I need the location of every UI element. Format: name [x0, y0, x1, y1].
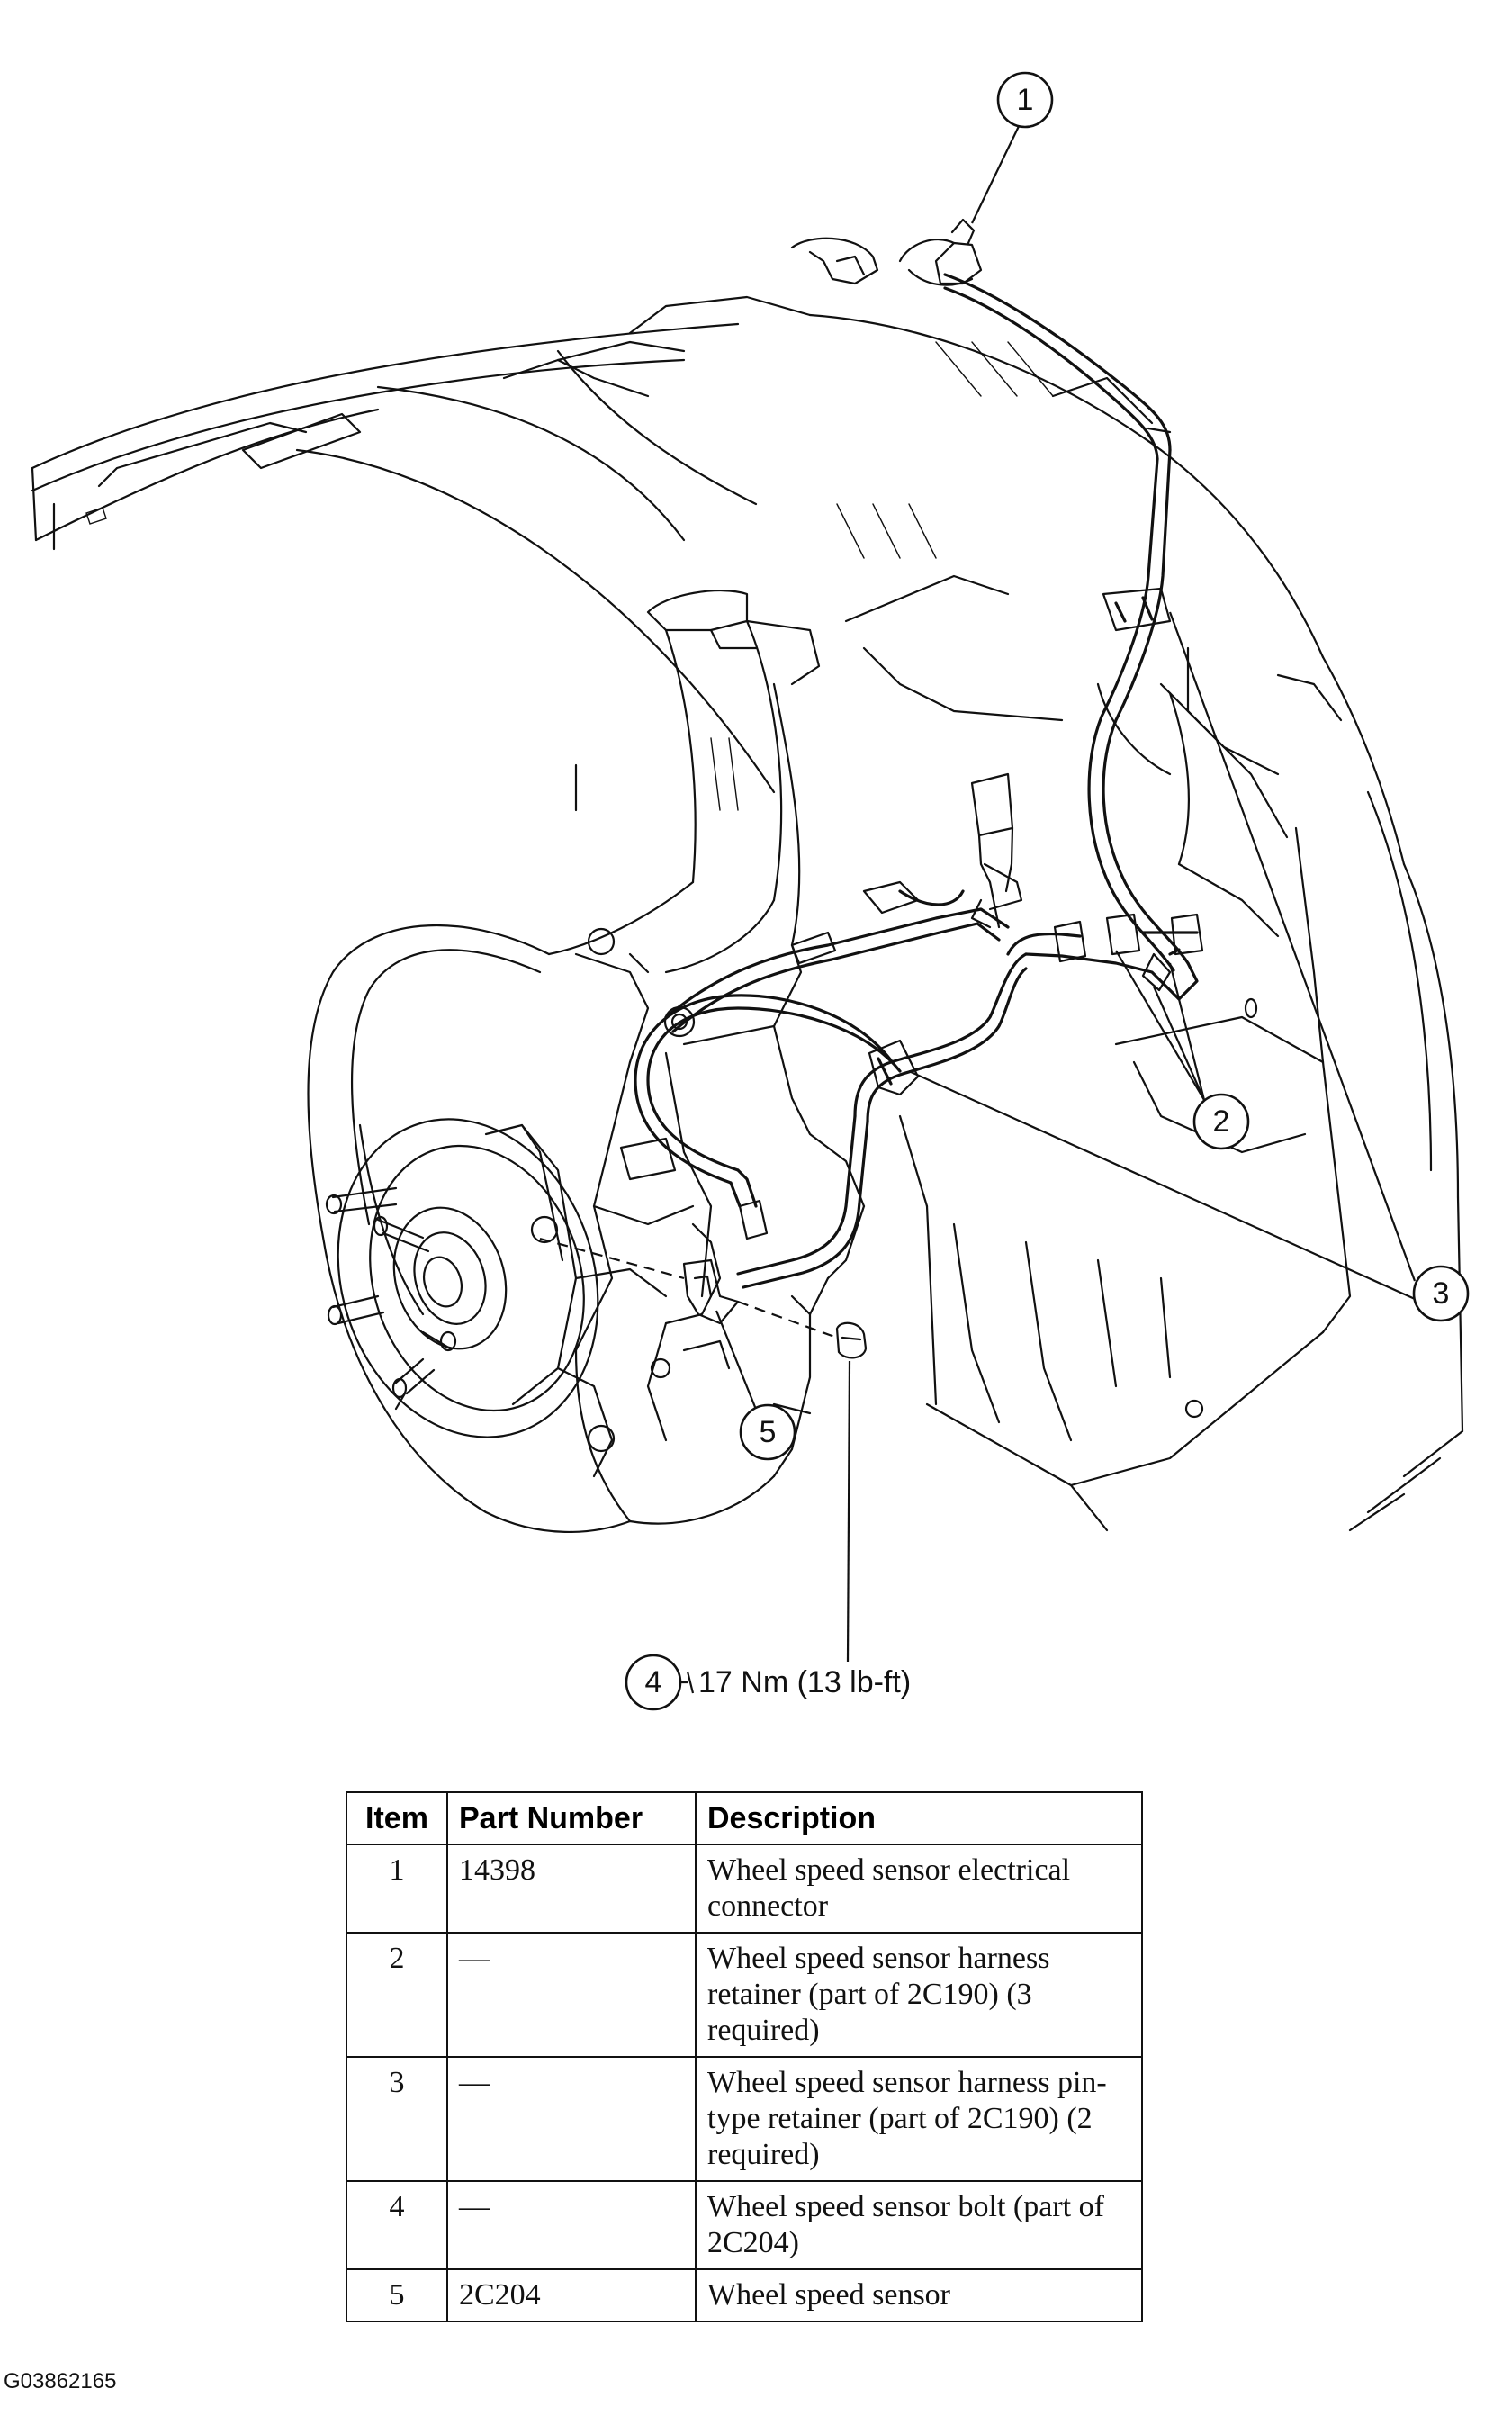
steering-knuckle [547, 589, 866, 1525]
item-cell: 3 [346, 2056, 448, 2182]
parts-table-header: Item Part Number Description [346, 1791, 1143, 1845]
part-number-cell: — [446, 1932, 697, 2058]
item-cell: 2 [346, 1932, 448, 2058]
header-part-number: Part Number [446, 1791, 697, 1845]
table-row: 2 — Wheel speed sensor harness retainer … [346, 1932, 1143, 2058]
wheel-hub-and-rotor-shield [307, 924, 668, 1533]
table-row: 1 14398 Wheel speed sensor electrical co… [346, 1844, 1143, 1934]
svg-text:5: 5 [760, 1415, 777, 1449]
torque-leader [680, 1671, 695, 1694]
svg-text:4: 4 [645, 1665, 662, 1699]
part-number-cell: — [446, 2180, 697, 2270]
sensor-harness [634, 218, 1204, 1289]
header-item: Item [346, 1791, 448, 1845]
callout-leaders [715, 120, 1417, 1663]
part-number-cell: 14398 [446, 1844, 697, 1934]
table-row: 3 — Wheel speed sensor harness pin-type … [346, 2056, 1143, 2182]
svg-text:2: 2 [1213, 1104, 1230, 1139]
svg-text:3: 3 [1433, 1276, 1450, 1311]
item-cell: 1 [346, 1844, 448, 1934]
svg-text:1: 1 [1017, 83, 1034, 117]
description-cell: Wheel speed sensor [695, 2268, 1143, 2322]
description-cell: Wheel speed sensor harness retainer (par… [695, 1932, 1143, 2058]
callout-3: 3 [1412, 1265, 1470, 1322]
part-number-cell: 2C204 [446, 2268, 697, 2322]
wheel-speed-sensor-illustration: 1 2 3 4 5 17 Nm (13 lb-ft) [31, 71, 1470, 1711]
parts-table: Item Part Number Description 1 14398 Whe… [346, 1791, 1143, 2322]
header-description: Description [695, 1791, 1143, 1845]
wheel-speed-sensor-assembly [539, 1237, 868, 1359]
callout-1: 1 [996, 71, 1054, 129]
callout-5: 5 [739, 1403, 796, 1461]
item-cell: 4 [346, 2180, 448, 2270]
table-row: 4 — Wheel speed sensor bolt (part of 2C2… [346, 2180, 1143, 2270]
figure-code: G03862165 [4, 2369, 117, 2393]
description-cell: Wheel speed sensor bolt (part of 2C204) [695, 2180, 1143, 2270]
part-number-cell: — [446, 2056, 697, 2182]
torque-spec: 17 Nm (13 lb-ft) [698, 1665, 911, 1699]
table-row: 5 2C204 Wheel speed sensor [346, 2268, 1143, 2322]
fender-splash-shield [31, 295, 1464, 1532]
description-cell: Wheel speed sensor electrical connector [695, 1844, 1143, 1934]
callout-4: 4 [625, 1654, 682, 1711]
item-cell: 5 [346, 2268, 448, 2322]
description-cell: Wheel speed sensor harness pin-type reta… [695, 2056, 1143, 2182]
callout-2: 2 [1192, 1093, 1250, 1150]
